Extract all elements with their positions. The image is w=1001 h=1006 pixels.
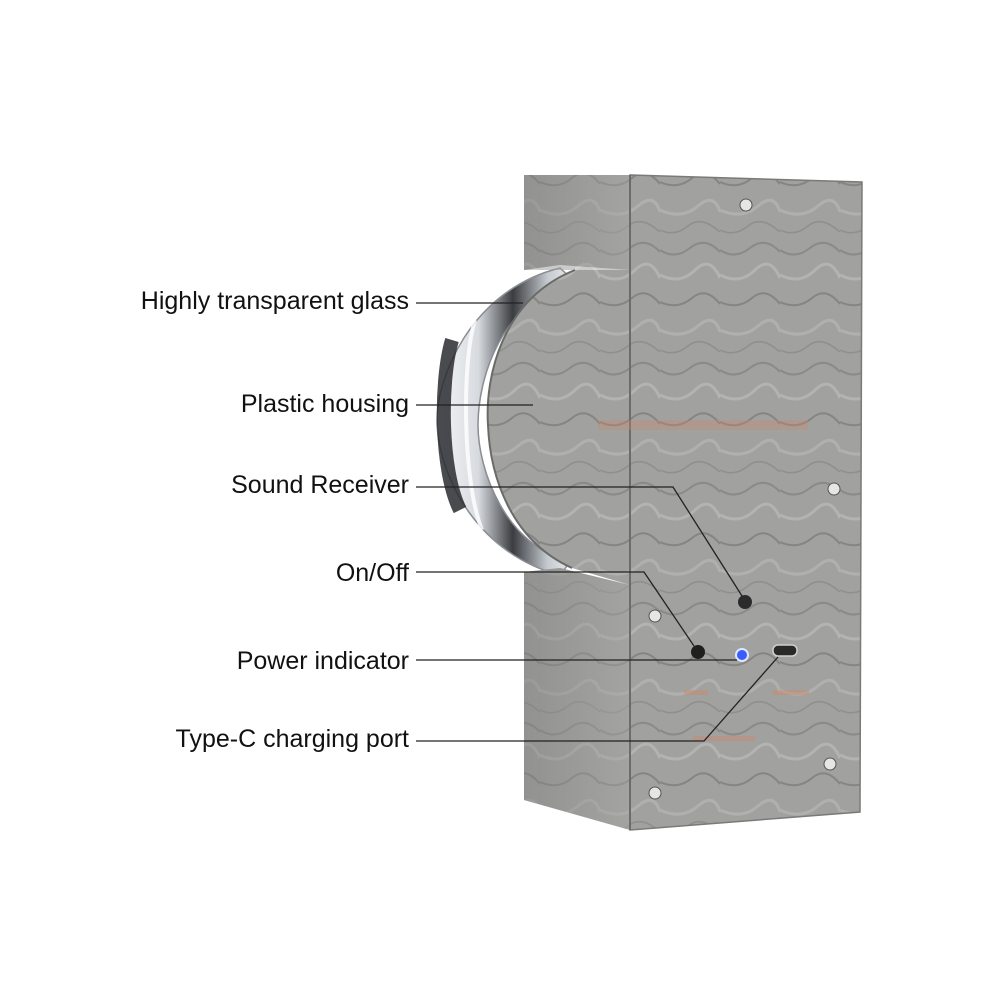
callout-glass: Highly transparent glass bbox=[140, 287, 409, 315]
callout-power: Power indicator bbox=[236, 647, 409, 675]
leader-lines bbox=[416, 302, 779, 742]
leader-onoff bbox=[416, 571, 695, 647]
side-face bbox=[486, 175, 630, 830]
sound-receiver-hole bbox=[738, 595, 752, 609]
power-indicator-led bbox=[735, 648, 749, 662]
callout-housing: Plastic housing bbox=[240, 390, 409, 418]
callout-onoff: On/Off bbox=[335, 559, 409, 587]
leader-typec bbox=[416, 656, 779, 742]
on-off-button bbox=[691, 645, 705, 659]
type-c-port bbox=[772, 644, 798, 657]
port-print-bottom bbox=[693, 736, 755, 741]
callout-sound: Sound Receiver bbox=[231, 471, 409, 499]
port-print-right bbox=[773, 690, 809, 695]
front-face bbox=[598, 174, 863, 831]
brand-print bbox=[598, 420, 808, 430]
port-print-left bbox=[684, 690, 708, 695]
screws bbox=[648, 198, 841, 800]
callout-typec: Type-C charging port bbox=[175, 725, 409, 753]
leader-sound bbox=[416, 486, 743, 597]
